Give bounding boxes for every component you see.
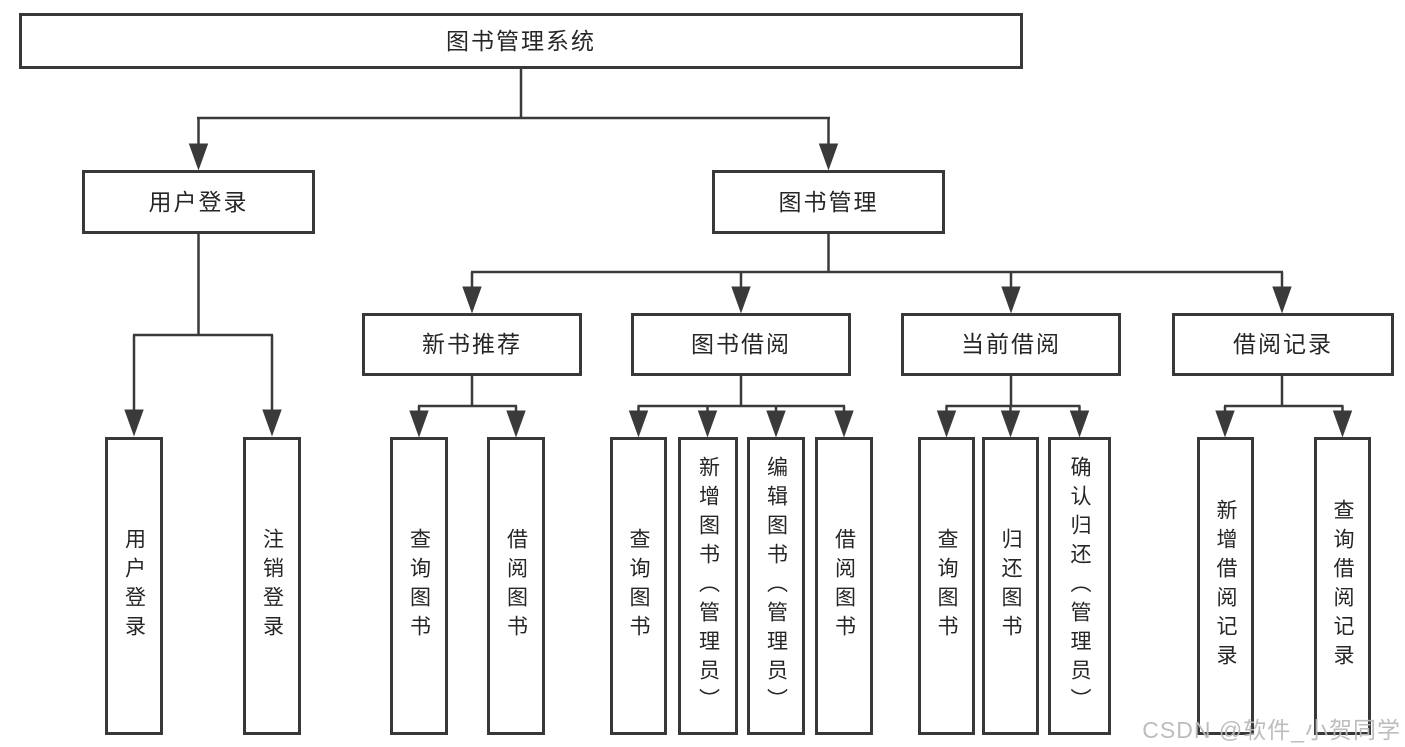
edges-records-to-leaves: [1215, 376, 1353, 438]
node-root-library-system: 图书管理系统: [19, 13, 1023, 69]
leaf-logout: 注销登录: [243, 437, 301, 735]
edges-current-to-leaves: [936, 376, 1090, 438]
leaf-current-confirm-return-admin: 确认归还（管理员）: [1048, 437, 1111, 735]
node-label: 借阅记录: [1233, 331, 1333, 357]
node-borrow-records: 借阅记录: [1172, 313, 1394, 376]
node-label: 查询图书: [627, 528, 650, 644]
leaf-records-add-record: 新增借阅记录: [1197, 437, 1254, 735]
edges-borrow-to-leaves: [628, 376, 854, 438]
edges-book-mgmt-to-level3: [462, 233, 1292, 314]
node-label: 新增借阅记录: [1214, 499, 1237, 673]
node-new-book-recommend: 新书推荐: [362, 313, 582, 376]
csdn-watermark: CSDN @软件_小贺同学: [1142, 717, 1401, 743]
leaf-current-return-book: 归还图书: [982, 437, 1039, 735]
node-label: 借阅图书: [832, 528, 856, 644]
node-book-borrow: 图书借阅: [631, 313, 851, 376]
node-label: 用户登录: [148, 188, 249, 215]
node-label: 注销登录: [260, 528, 284, 644]
leaf-current-query-book: 查询图书: [918, 437, 975, 735]
node-label: 归还图书: [999, 528, 1022, 644]
leaf-borrow-borrow-book: 借阅图书: [815, 437, 873, 735]
node-label: 当前借阅: [961, 331, 1061, 357]
node-book-management: 图书管理: [712, 170, 945, 234]
node-label: 图书管理系统: [446, 27, 596, 54]
edges-recommend-to-leaves: [409, 376, 526, 438]
node-label: 查询图书: [935, 528, 958, 644]
leaf-borrow-edit-book-admin: 编辑图书（管理员）: [747, 437, 805, 735]
node-user-login: 用户登录: [82, 170, 315, 234]
node-label: 图书借阅: [691, 331, 791, 357]
leaf-borrow-query-book: 查询图书: [610, 437, 667, 735]
leaf-recommend-query-book: 查询图书: [390, 437, 448, 735]
node-label: 查询借阅记录: [1331, 499, 1354, 673]
node-label: 查询图书: [407, 528, 431, 644]
leaf-records-query-record: 查询借阅记录: [1314, 437, 1371, 735]
leaf-user-login: 用户登录: [105, 437, 163, 735]
edges-user-login-to-leaves: [124, 233, 282, 437]
node-label: 用户登录: [122, 528, 146, 644]
leaf-recommend-borrow-book: 借阅图书: [487, 437, 545, 735]
node-current-borrow: 当前借阅: [901, 313, 1121, 376]
node-label: 编辑图书（管理员）: [764, 455, 788, 717]
edges-root-to-level2: [188, 68, 839, 171]
node-label: 借阅图书: [504, 528, 528, 644]
node-label: 新书推荐: [422, 331, 522, 357]
leaf-borrow-add-book-admin: 新增图书（管理员）: [678, 437, 738, 735]
node-label: 新增图书（管理员）: [696, 455, 720, 717]
node-label: 图书管理: [778, 188, 879, 215]
node-label: 确认归还（管理员）: [1068, 455, 1091, 717]
